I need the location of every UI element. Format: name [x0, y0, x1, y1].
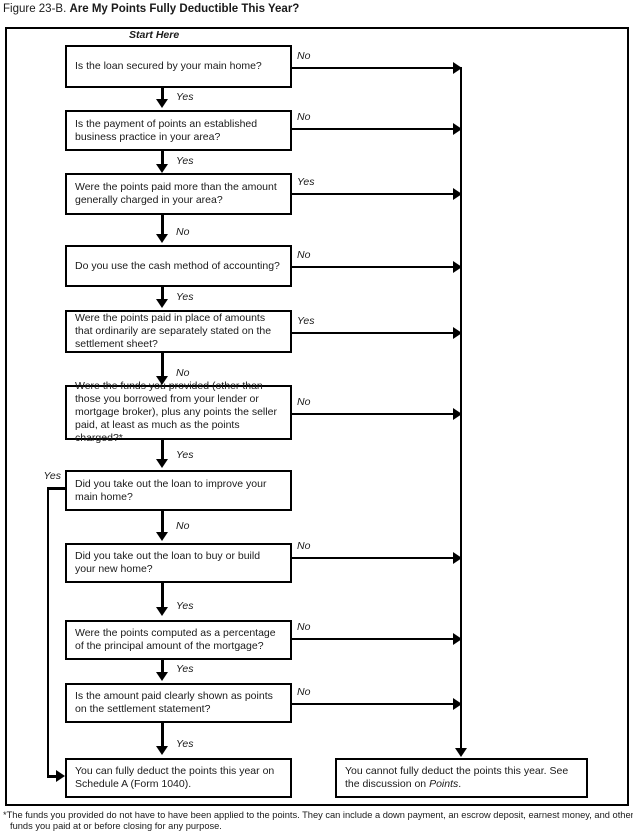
node-result-cannot-deduct-text: You cannot fully deduct the points this … — [345, 765, 578, 791]
arrow-down-q6-q7 — [156, 440, 168, 468]
leftpath-entry-segment — [47, 775, 56, 778]
arrow-right-q4 — [292, 261, 462, 273]
edge-label-q4-down: Yes — [176, 291, 194, 303]
collector-arrowhead-icon — [455, 748, 467, 757]
arrow-right-q9 — [292, 633, 462, 645]
node-q10-text: Is the amount paid clearly shown as poin… — [75, 690, 273, 715]
leftpath-arrowhead-icon — [56, 770, 65, 782]
node-q7-text: Did you take out the loan to improve you… — [75, 477, 267, 503]
arrow-down-q8-q9 — [156, 583, 168, 616]
edge-label-q3-down: No — [176, 226, 190, 238]
node-q8-buy-or-build: Did you take out the loan to buy or buil… — [65, 543, 292, 583]
node-q5-text: Were the points paid in place of amounts… — [75, 312, 272, 350]
arrow-right-q2 — [292, 123, 462, 135]
edge-label-q5-right: Yes — [297, 315, 315, 327]
arrow-right-q1 — [292, 62, 462, 74]
flowchart-border — [5, 27, 629, 806]
figure-title-main: Are My Points Fully Deductible This Year… — [69, 3, 300, 15]
cannot-deduct-text-pre: You cannot fully deduct the points this … — [345, 765, 569, 790]
arrow-down-q10-result — [156, 723, 168, 755]
node-q7-improve-main-home: Did you take out the loan to improve you… — [65, 470, 292, 511]
edge-label-q6-down: Yes — [176, 449, 194, 461]
edge-label-q7-down: No — [176, 520, 190, 532]
edge-label-q6-right: No — [297, 396, 311, 408]
arrow-right-q5 — [292, 327, 462, 339]
edge-label-q9-right: No — [297, 621, 311, 633]
node-q10-shown-as-points: Is the amount paid clearly shown as poin… — [65, 683, 292, 723]
edge-label-q4-right: No — [297, 249, 311, 261]
footnote: *The funds you provided do not have to h… — [3, 810, 633, 831]
arrow-down-q3-q4 — [156, 215, 168, 243]
cannot-deduct-text-post: . — [458, 778, 462, 790]
edge-label-q3-right: Yes — [297, 176, 315, 188]
edge-label-q5-down: No — [176, 367, 190, 379]
node-q1-text: Is the loan secured by your main home? — [75, 60, 262, 72]
edge-label-q8-right: No — [297, 540, 311, 552]
cannot-deduct-text-italic: Points — [429, 778, 459, 790]
node-q1-secured-by-main-home: Is the loan secured by your main home? — [65, 45, 292, 88]
node-q6-funds-provided: Were the funds you provided (other than … — [65, 380, 292, 444]
arrow-down-q7-q8 — [156, 511, 168, 541]
node-q2-established-practice: Is the payment of points an established … — [65, 110, 292, 151]
arrow-down-q2-q3 — [156, 151, 168, 173]
leftpath-exit-segment — [47, 487, 65, 490]
arrow-down-q5-q6 — [156, 353, 168, 385]
edge-label-q1-down: Yes — [176, 91, 194, 103]
node-q8-text: Did you take out the loan to buy or buil… — [75, 550, 261, 575]
node-q9-text: Were the points computed as a percentage… — [75, 627, 276, 652]
node-result-fully-deduct-text: You can fully deduct the points this yea… — [75, 765, 275, 790]
node-q5-separately-stated: Were the points paid in place of amounts… — [65, 310, 292, 353]
node-result-cannot-deduct: You cannot fully deduct the points this … — [335, 758, 588, 798]
edge-label-q2-right: No — [297, 111, 311, 123]
figure-title-prefix: Figure 23-B. — [3, 3, 70, 15]
node-result-fully-deduct: You can fully deduct the points this yea… — [65, 758, 292, 798]
edge-label-q10-right: No — [297, 686, 311, 698]
edge-label-q8-down: Yes — [176, 600, 194, 612]
arrow-right-q10 — [292, 698, 462, 710]
edge-label-q7-left: Yes — [43, 470, 61, 482]
edge-label-q1-right: No — [297, 50, 311, 62]
arrow-down-q4-q5 — [156, 287, 168, 308]
arrow-down-q9-q10 — [156, 660, 168, 681]
node-q2-text: Is the payment of points an established … — [75, 117, 258, 143]
node-q9-percentage-of-principal: Were the points computed as a percentage… — [65, 620, 292, 660]
edge-label-q2-down: Yes — [176, 155, 194, 167]
arrow-right-q8 — [292, 552, 462, 564]
arrow-right-q3 — [292, 188, 462, 200]
node-q4-text: Do you use the cash method of accounting… — [75, 259, 280, 272]
edge-label-q9-down: Yes — [176, 663, 194, 675]
start-here-label: Start Here — [129, 29, 180, 41]
node-q3-more-than-charged: Were the points paid more than the amoun… — [65, 173, 292, 215]
collector-line — [460, 67, 462, 748]
node-q6-text: Were the funds you provided (other than … — [75, 380, 277, 444]
edge-label-q10-down: Yes — [176, 738, 194, 750]
figure-title: Figure 23-B. Are My Points Fully Deducti… — [3, 3, 299, 15]
arrow-right-q6 — [292, 408, 462, 420]
arrow-down-q1-q2 — [156, 88, 168, 108]
node-q4-cash-method: Do you use the cash method of accounting… — [65, 245, 292, 287]
leftpath-vertical-segment — [47, 487, 49, 778]
node-q3-text: Were the points paid more than the amoun… — [75, 181, 277, 206]
